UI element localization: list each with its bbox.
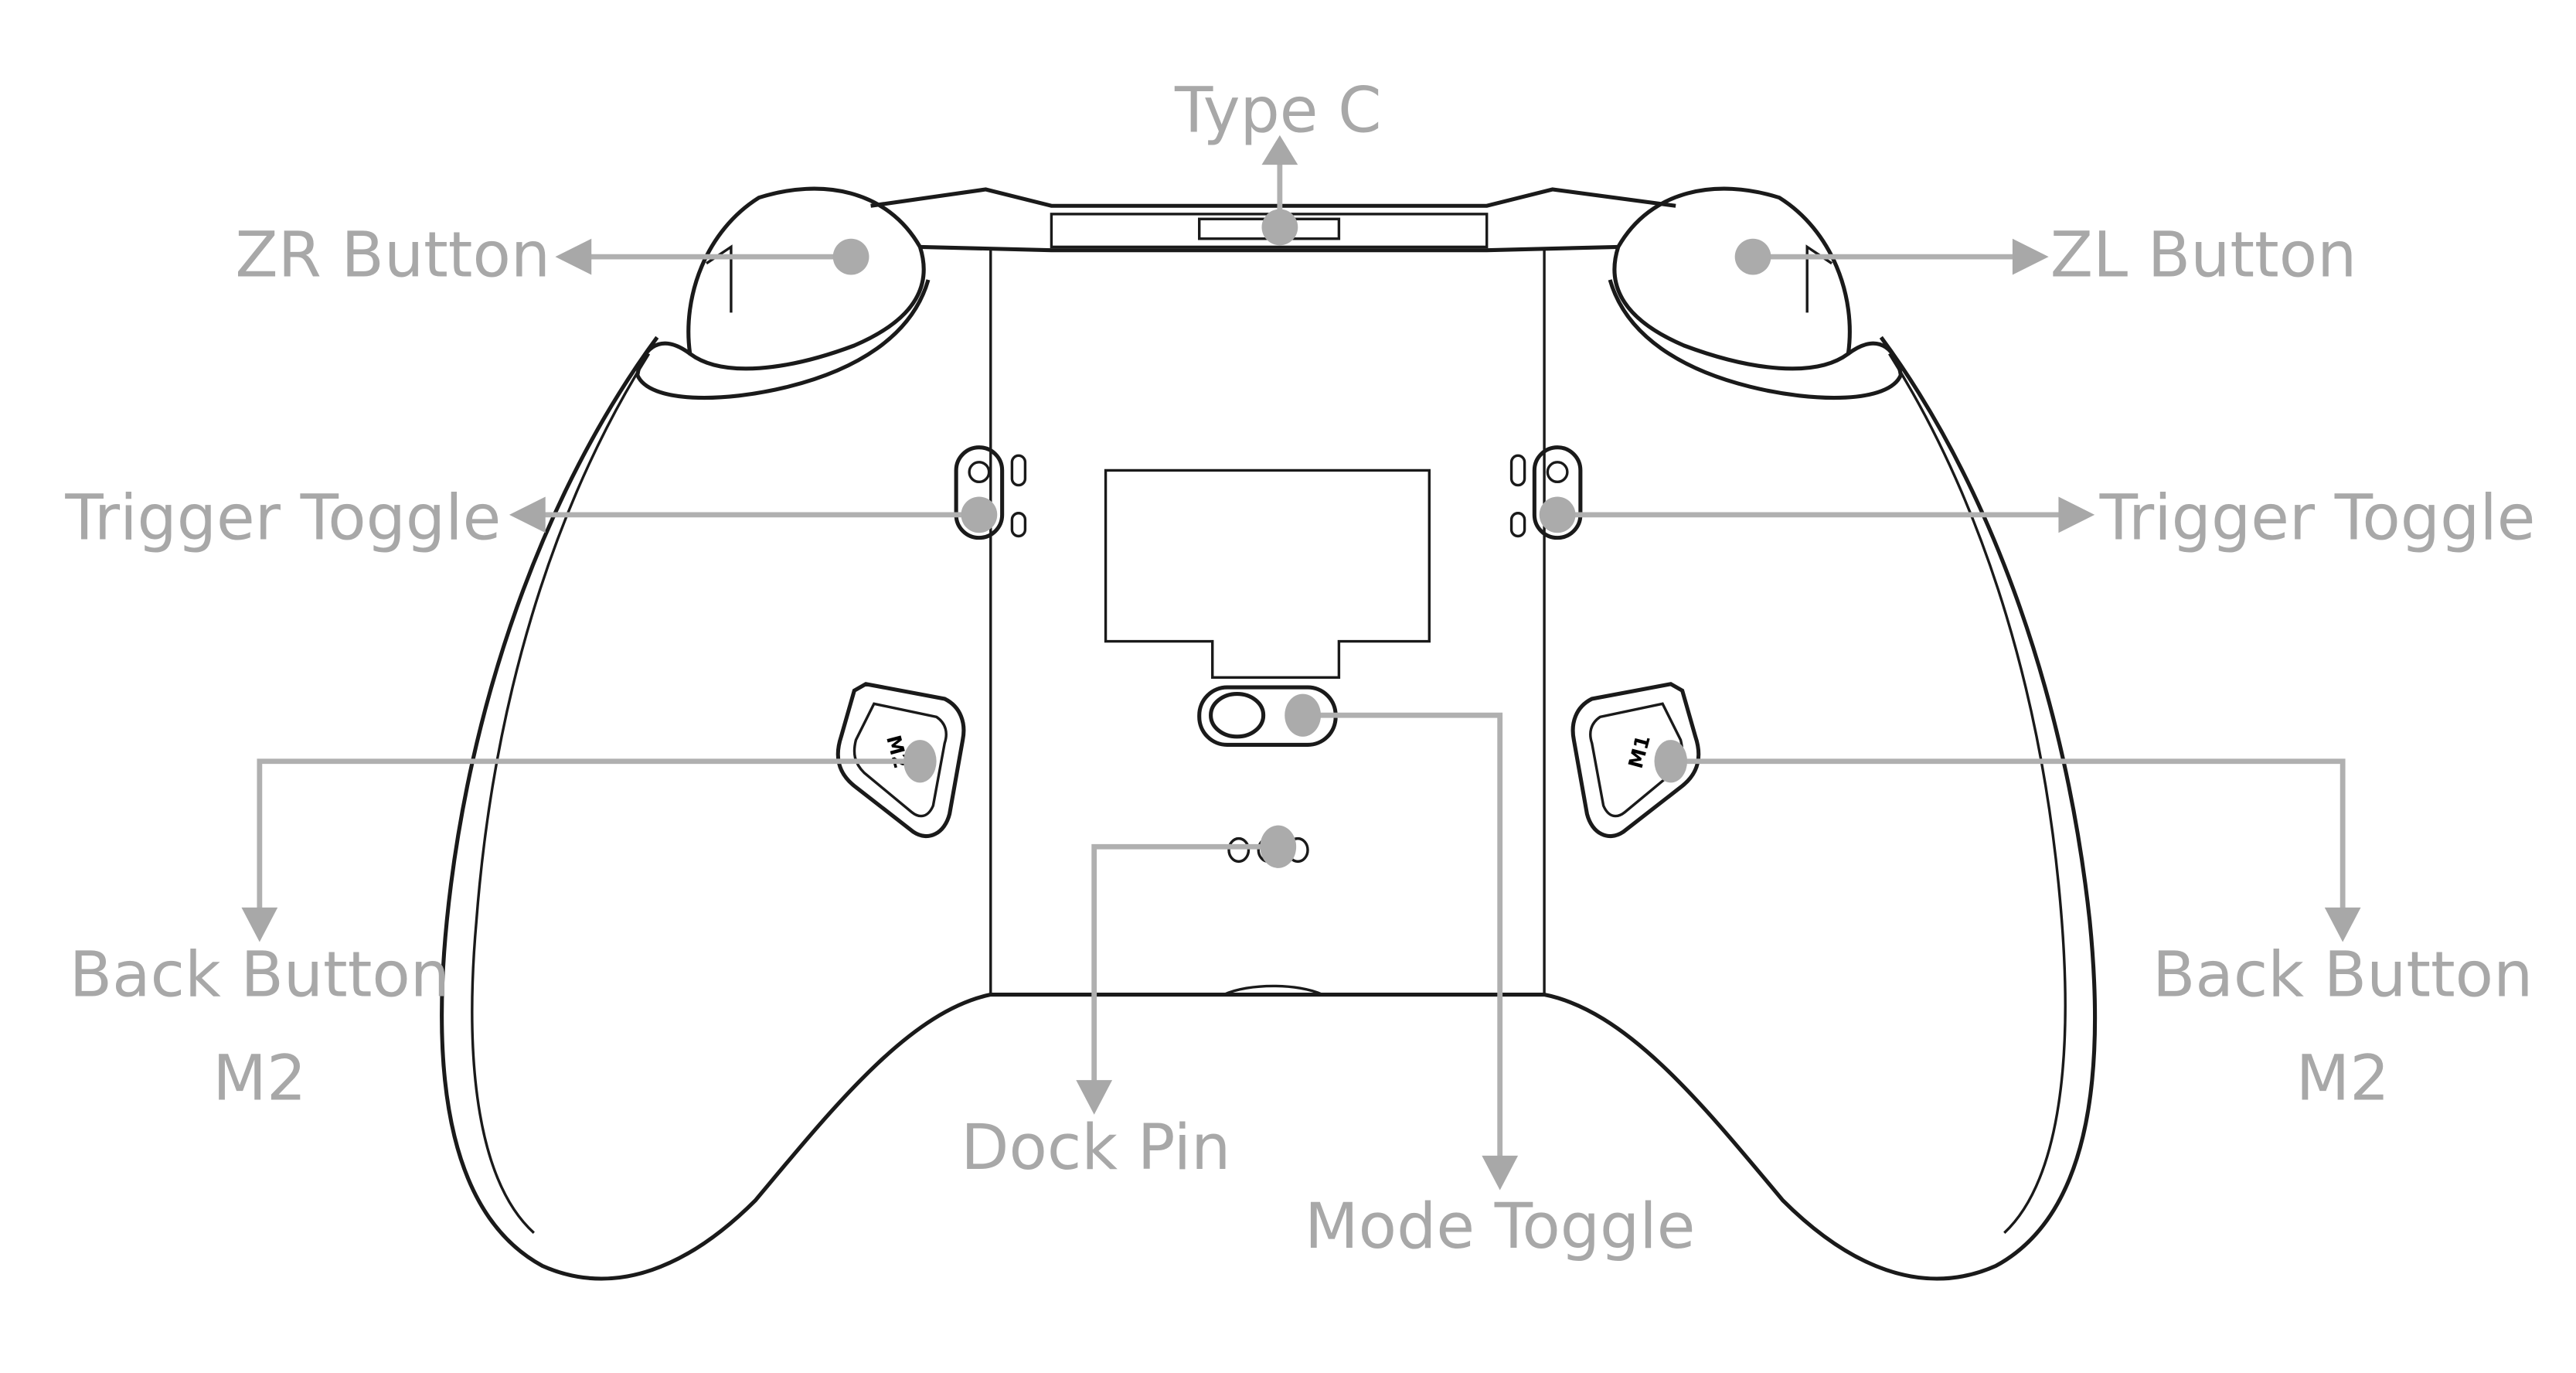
label-type-c: Type C bbox=[1174, 75, 1382, 148]
label-back-button-right: Back Button bbox=[2152, 939, 2533, 1012]
label-zl-button: ZL Button bbox=[2050, 220, 2357, 292]
label-zr-button: ZR Button bbox=[235, 220, 550, 292]
callouts bbox=[241, 135, 2361, 1191]
label-trigger-toggle-right: Trigger Toggle bbox=[2099, 482, 2536, 555]
trigger-toggle-left-switch[interactable] bbox=[954, 445, 1027, 540]
label-back-button-left: Back Button bbox=[70, 939, 450, 1012]
zr-trigger[interactable] bbox=[635, 186, 931, 400]
zl-trigger[interactable] bbox=[1608, 186, 1903, 400]
label-mode-toggle: Mode Toggle bbox=[1305, 1191, 1695, 1263]
label-trigger-toggle-left: Trigger Toggle bbox=[64, 482, 501, 555]
label-back-button-left-sub: M2 bbox=[213, 1043, 306, 1116]
controller-outline bbox=[440, 187, 2098, 1281]
m1-mark: M1 bbox=[1625, 733, 1656, 771]
label-plate bbox=[1104, 468, 1431, 680]
label-back-button-right-sub: M2 bbox=[2296, 1043, 2390, 1116]
trigger-toggle-right-switch[interactable] bbox=[1509, 445, 1583, 540]
label-dock-pin: Dock Pin bbox=[961, 1112, 1230, 1184]
